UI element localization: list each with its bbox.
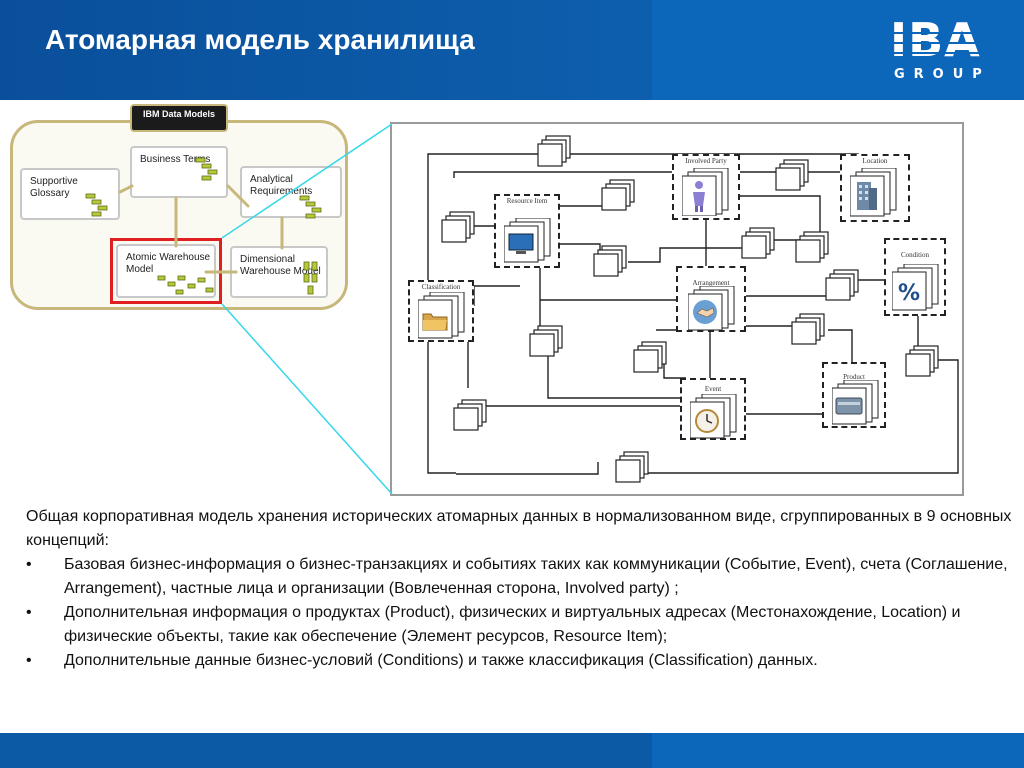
building-icon <box>850 168 897 217</box>
business-terms-box: Business Terms <box>130 146 228 198</box>
entity-event-label: Event <box>704 385 722 393</box>
bullet-text: Базовая бизнес-информация о бизнес-транз… <box>64 556 1008 597</box>
bullet-text: Дополнительная информация о продуктах (P… <box>64 604 961 645</box>
entity-involved-party: Involved Party <box>672 154 740 220</box>
product-card-icon <box>832 380 879 425</box>
entity-arrangement-label: Arrangement <box>692 279 730 287</box>
bullet-item: • Базовая бизнес-информация о бизнес-тран… <box>26 553 1016 601</box>
handshake-icon <box>688 286 735 331</box>
entity-event: Event <box>680 378 746 440</box>
dimensional-warehouse-model-label: Dimensional Warehouse Model <box>240 254 321 277</box>
entity-arrangement: Arrangement <box>676 266 746 332</box>
page-title: Атомарная модель хранилища <box>45 24 475 55</box>
bullet-text: Дополнительные данные бизнес-условий (Co… <box>64 652 818 669</box>
bullet-mark: • <box>26 604 32 621</box>
entity-location: Location <box>840 154 910 222</box>
analytical-requirements-label: Analytical Requirements <box>250 174 313 197</box>
entity-classification: Classification <box>408 280 474 342</box>
bullet-item: • Дополнительные данные бизнес-условий (C… <box>26 649 1016 673</box>
atomic-model-highlight <box>110 238 222 304</box>
monitor-icon <box>504 218 551 263</box>
entity-classification-label: Classification <box>421 283 461 291</box>
logo-subtext: GROUP <box>894 67 991 82</box>
header-bar <box>0 0 1024 100</box>
footer-bar <box>0 733 1024 768</box>
entity-resource-item: Resource Item <box>494 194 560 268</box>
iba-group-logo: IBA GROUP <box>890 14 1002 84</box>
entity-resource-item-label: Resource Item <box>506 197 548 205</box>
header-accent <box>652 0 1024 100</box>
dimensional-warehouse-model-box: Dimensional Warehouse Model <box>230 246 328 298</box>
business-terms-label: Business Terms <box>140 154 211 165</box>
entity-location-label: Location <box>862 157 888 165</box>
entity-condition-label: Condition <box>900 251 929 259</box>
supportive-glossary-box: Supportive Glossary <box>20 168 120 220</box>
ibm-data-models-tag: IBM Data Models <box>130 104 228 132</box>
entity-condition: Condition % <box>884 238 946 316</box>
atomic-warehouse-model-label: Atomic Warehouse Model <box>126 252 211 275</box>
entity-product-label: Product <box>843 373 865 381</box>
logo-stripe <box>890 32 996 34</box>
svg-text:%: % <box>898 281 920 306</box>
entity-involved-party-label: Involved Party <box>685 157 727 165</box>
logo-stripe <box>890 52 996 54</box>
footer-accent <box>652 733 1024 768</box>
logo-text: IBA <box>890 13 981 67</box>
person-icon <box>682 168 729 216</box>
supportive-glossary-label: Supportive Glossary <box>30 176 78 199</box>
bullet-mark: • <box>26 652 32 669</box>
clock-icon <box>690 394 737 439</box>
entity-product: Product <box>822 362 886 428</box>
folder-icon <box>418 292 465 339</box>
percent-icon: % <box>892 264 939 311</box>
bullet-mark: • <box>26 556 32 573</box>
logo-stripe <box>890 42 996 44</box>
analytical-requirements-box: Analytical Requirements <box>240 166 342 218</box>
description-text: Общая корпоративная модель хранения исто… <box>26 505 1016 673</box>
bullet-item: • Дополнительная информация о продуктах (… <box>26 601 1016 649</box>
intro-paragraph: Общая корпоративная модель хранения исто… <box>26 508 1012 549</box>
